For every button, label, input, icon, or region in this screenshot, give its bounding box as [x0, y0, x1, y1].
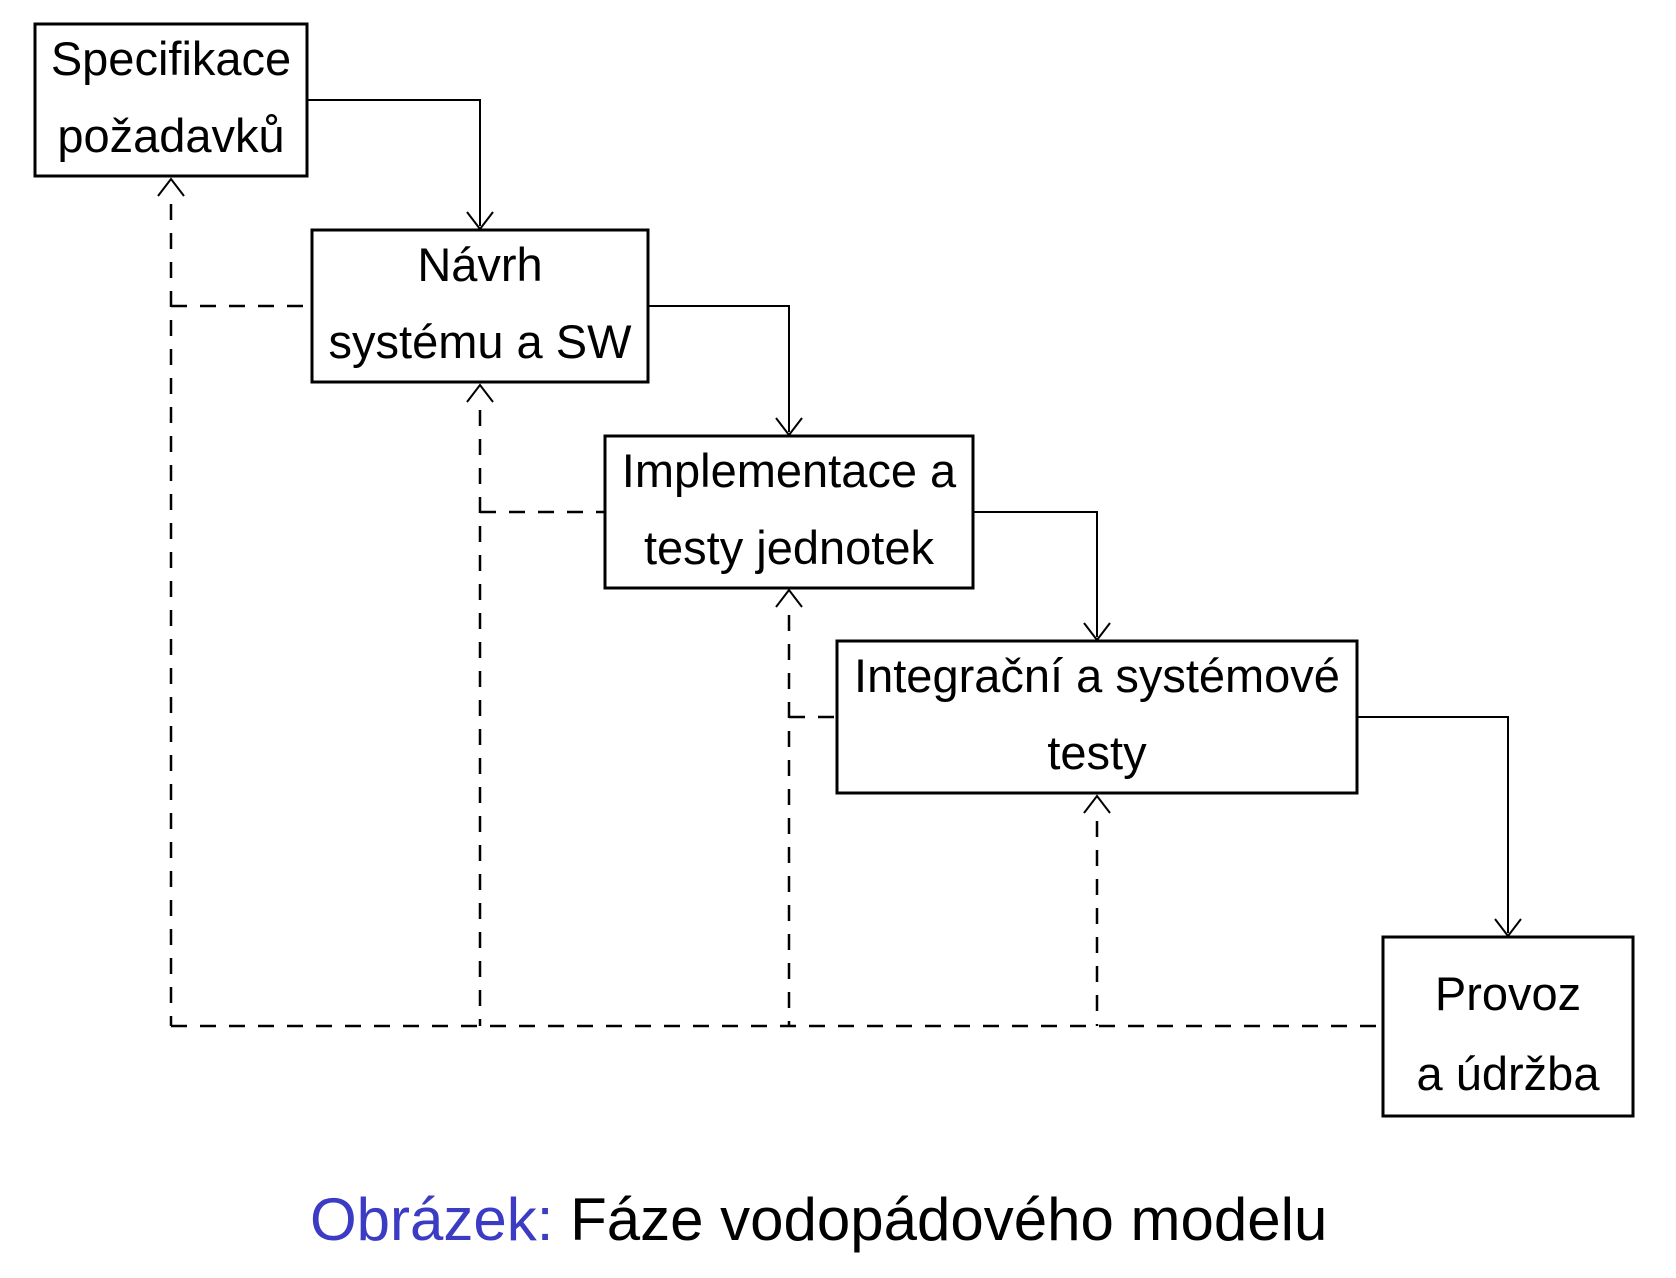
box-outline [310, 228, 650, 384]
box-label-line: testy jednotek [644, 521, 935, 574]
arrowhead-up-icon [157, 177, 185, 197]
arrowhead-up-icon [466, 383, 494, 403]
forward-edge-4-5 [1357, 716, 1509, 933]
phase-box-specifikace: Specifikace požadavků [33, 22, 309, 178]
box-outline [1381, 935, 1635, 1118]
figure-caption: Obrázek: Fáze vodopádového modelu [310, 1186, 1327, 1253]
box-label-line: a údržba [1417, 1047, 1601, 1100]
forward-edge-1-2 [307, 99, 481, 226]
box-label-line: testy [1047, 726, 1147, 779]
forward-edge-2-3 [648, 305, 790, 432]
box-label-line: Provoz [1435, 967, 1581, 1020]
phase-box-integracni: Integrační a systémové testy [835, 639, 1359, 795]
arrowhead-up-icon [775, 588, 803, 608]
caption-body: Fáze vodopádového modelu [553, 1186, 1327, 1253]
box-outline [33, 22, 309, 178]
box-label-line: Návrh [417, 238, 542, 291]
box-label-line: požadavků [57, 109, 284, 162]
box-label-line: Specifikace [51, 32, 291, 85]
caption-prefix: Obrázek: [310, 1186, 553, 1253]
forward-edge-3-4 [973, 511, 1098, 637]
box-label-line: Integrační a systémové [854, 649, 1340, 702]
box-label-line: systému a SW [329, 315, 633, 368]
box-label-line: Implementace a [622, 444, 957, 497]
feedback-edges [157, 177, 1383, 1028]
phase-box-provoz: Provoz a údržba [1381, 935, 1635, 1118]
box-outline [603, 434, 975, 590]
phase-box-navrh: Návrh systému a SW [310, 228, 650, 384]
phase-box-implementace: Implementace a testy jednotek [603, 434, 975, 590]
box-outline [835, 639, 1359, 795]
forward-edges [307, 99, 1522, 938]
arrowhead-up-icon [1083, 794, 1111, 814]
